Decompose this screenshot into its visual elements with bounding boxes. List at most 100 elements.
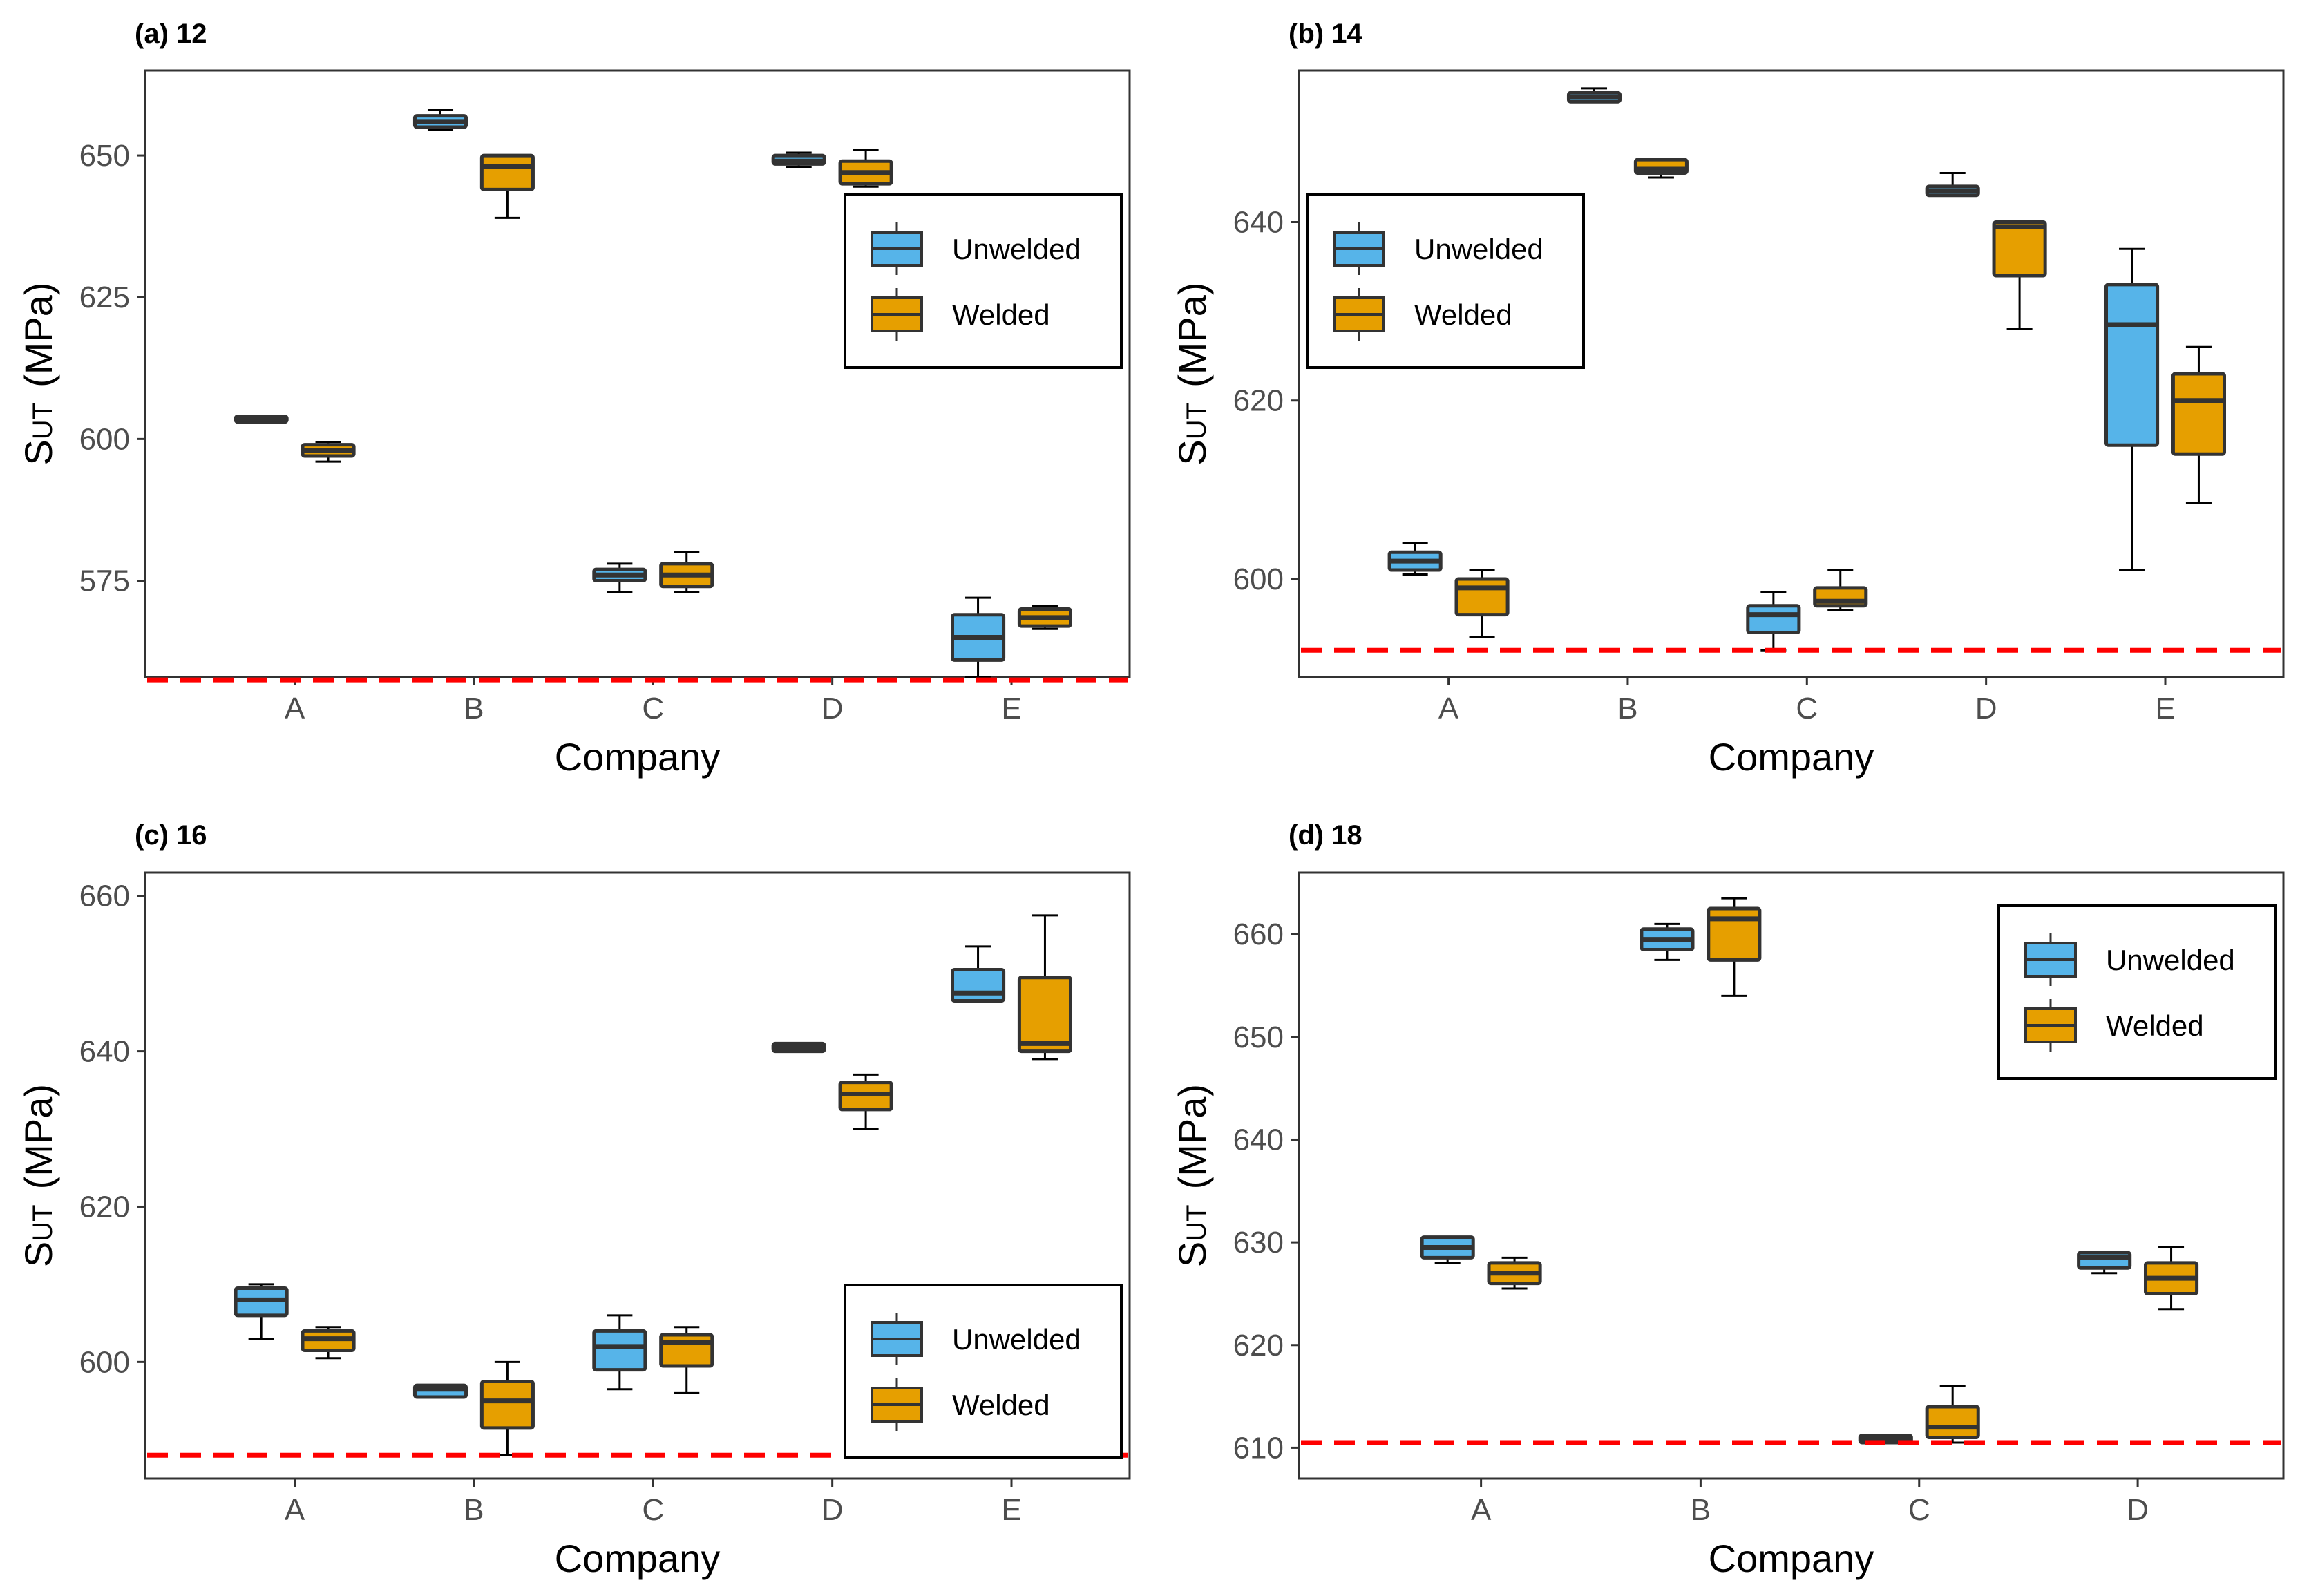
panel-title: (a) 12	[135, 19, 207, 49]
box-welded-B	[479, 1360, 535, 1456]
box-welded-C	[1925, 1385, 1980, 1444]
box-body	[1017, 976, 1073, 1054]
x-tick-label: E	[1001, 1493, 1021, 1527]
x-tick-label: A	[285, 1493, 305, 1527]
x-axis-title: Company	[1709, 735, 1874, 779]
box-body	[1454, 577, 1510, 617]
y-tick-label: 660	[1233, 918, 1284, 951]
box-welded-E	[2171, 345, 2226, 504]
y-axis-title: SUT(MPa)	[17, 1084, 60, 1267]
x-tick-label: E	[2155, 692, 2175, 725]
box-welded-A	[1487, 1256, 1542, 1290]
legend-label-unwelded: Unwelded	[952, 233, 1081, 265]
y-tick-label: 610	[1233, 1431, 1284, 1465]
box-unwelded-E	[2104, 247, 2160, 571]
box-welded-A	[301, 440, 356, 463]
y-axis-title-subscript: UT	[1181, 403, 1212, 439]
x-tick-label: D	[1975, 692, 1997, 725]
x-tick-label: D	[2127, 1493, 2149, 1527]
box-body	[951, 968, 1006, 1003]
box-welded-A	[301, 1326, 356, 1360]
x-tick-label: B	[464, 692, 484, 725]
legend-label-welded: Welded	[952, 298, 1050, 331]
legend-label-unwelded: Unwelded	[1414, 233, 1543, 265]
box-welded-B	[1707, 897, 1762, 997]
box-unwelded-D	[2077, 1251, 2132, 1275]
box-body	[2077, 1251, 2132, 1270]
box-body	[1746, 604, 1801, 634]
legend-label-unwelded: Unwelded	[952, 1323, 1081, 1356]
y-axis-title-subscript: UT	[28, 403, 58, 439]
box-body	[659, 1333, 714, 1368]
x-axis-title: Company	[555, 735, 721, 779]
panel-title: (d) 18	[1289, 820, 1362, 851]
y-tick-label: 625	[79, 281, 130, 314]
box-welded-B	[1633, 158, 1689, 179]
box-unwelded-B	[412, 108, 468, 131]
legend-label-welded: Welded	[952, 1389, 1050, 1421]
box-welded-E	[1017, 914, 1073, 1061]
box-unwelded-C	[1746, 591, 1801, 652]
panel-title: (c) 16	[135, 820, 207, 851]
y-axis-title: SUT(MPa)	[1170, 1084, 1214, 1267]
y-axis-title: SUT(MPa)	[17, 282, 60, 465]
legend-label-unwelded: Unwelded	[2106, 944, 2235, 976]
y-tick-label: 640	[1233, 206, 1284, 240]
y-tick-label: 620	[1233, 384, 1284, 418]
box-unwelded-A	[1387, 542, 1443, 576]
box-body	[2171, 372, 2226, 456]
box-unwelded-E	[951, 945, 1006, 1003]
y-axis-title-unit: (MPa)	[1170, 1084, 1214, 1189]
box-welded-C	[659, 1326, 714, 1394]
box-body	[479, 1379, 535, 1430]
box-unwelded-A	[234, 1283, 289, 1340]
x-tick-label: B	[1691, 1493, 1711, 1527]
box-unwelded-A	[1420, 1235, 1475, 1264]
box-unwelded-D	[1925, 171, 1980, 198]
plot-frame	[1298, 69, 2285, 678]
x-tick-label: D	[821, 1493, 844, 1527]
box-body	[1925, 1405, 1980, 1440]
y-tick-label: 600	[79, 422, 130, 456]
y-tick-label: 600	[1233, 562, 1284, 596]
x-tick-label: C	[1796, 692, 1818, 725]
panel-title: (b) 14	[1289, 19, 1362, 49]
plot-frame	[144, 871, 1131, 1480]
y-tick-label: 660	[79, 880, 130, 913]
plot-frame	[144, 69, 1131, 678]
x-tick-label: A	[1471, 1493, 1492, 1527]
y-tick-label: 620	[1233, 1329, 1284, 1362]
x-axis-title: Company	[1709, 1537, 1874, 1580]
y-tick-label: 630	[1233, 1226, 1284, 1260]
y-tick-label: 600	[79, 1345, 130, 1379]
y-axis-title-symbol: S	[1170, 439, 1214, 465]
box-body	[479, 153, 535, 191]
box-body	[1992, 220, 2047, 278]
box-body	[1707, 906, 1762, 962]
legend-frame	[1997, 904, 2277, 1080]
box-unwelded-D	[771, 151, 826, 168]
x-tick-label: D	[821, 692, 844, 725]
plot-frame	[1298, 871, 2285, 1480]
box-body	[592, 1329, 647, 1372]
box-unwelded-C	[592, 1314, 647, 1391]
box-welded-B	[479, 153, 535, 219]
y-axis-title-subscript: UT	[28, 1204, 58, 1241]
y-tick-label: 640	[79, 1035, 130, 1069]
y-axis-title: SUT(MPa)	[1170, 282, 1214, 465]
y-axis-title-symbol: S	[17, 439, 60, 465]
legend-label-welded: Welded	[2106, 1009, 2204, 1042]
box-unwelded-B	[1566, 87, 1622, 104]
box-welded-D	[2144, 1246, 2199, 1311]
box-welded-D	[838, 1073, 893, 1130]
box-welded-C	[1813, 569, 1868, 611]
y-tick-label: 640	[1233, 1123, 1284, 1157]
